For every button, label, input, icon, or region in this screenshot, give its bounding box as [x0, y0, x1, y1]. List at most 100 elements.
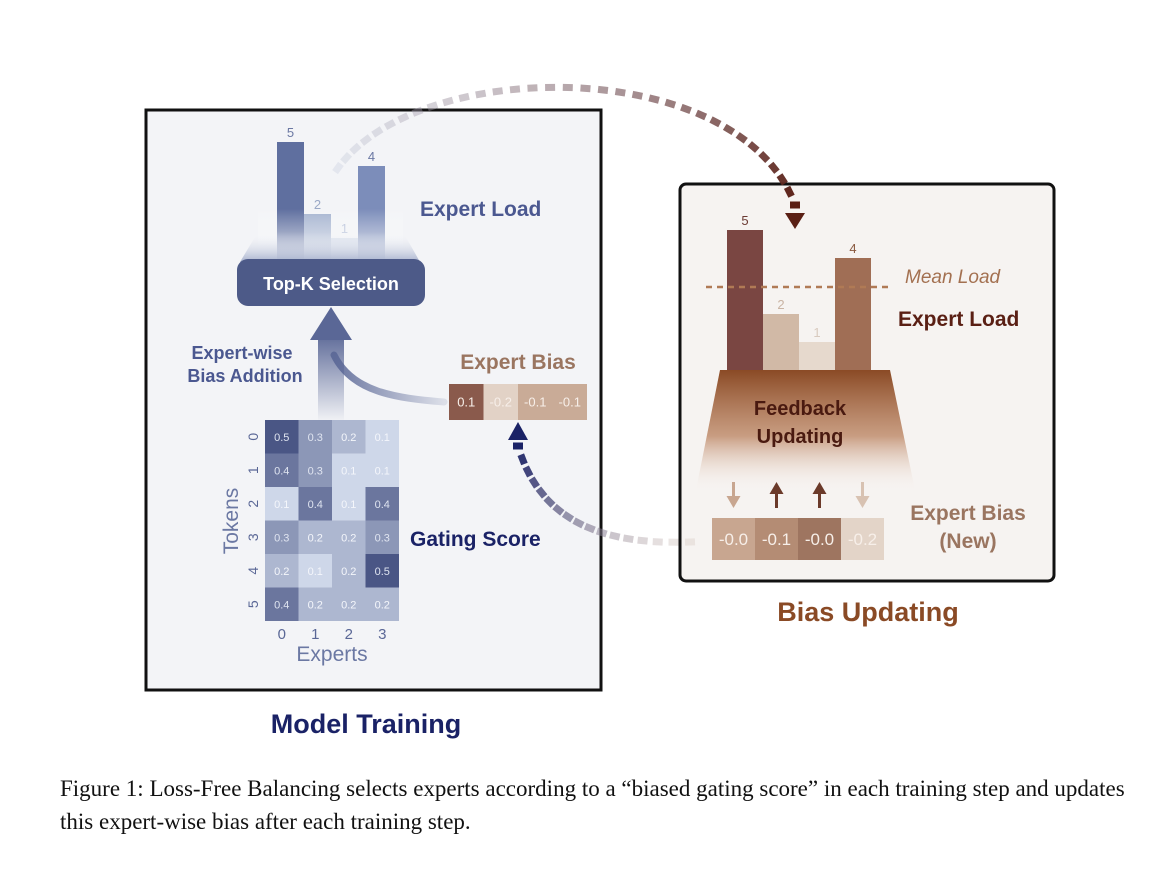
right-expert-load-bar-1: [763, 314, 799, 370]
right-expert-load-bar-label-2: 1: [813, 325, 820, 340]
heatmap-value-4-1: 0.1: [308, 566, 323, 578]
load-feedback-arc-dot-21: [648, 94, 660, 104]
load-feedback-arc-dot-17: [580, 84, 591, 93]
heatmap-cell-3-0: [265, 520, 299, 554]
heatmap-value-0-2: 0.2: [341, 432, 356, 444]
feedback-updating-funnel: [696, 370, 915, 490]
bias-update-arrows: [726, 482, 870, 508]
heatmap-y-tick-0: 0: [245, 433, 261, 441]
expert-bias-label: Expert Bias: [460, 351, 576, 374]
load-feedback-arc-dot-5: [383, 119, 397, 131]
load-feedback-arc-dot-6: [397, 112, 410, 124]
heatmap-value-4-0: 0.2: [274, 566, 289, 578]
right-expert-load-bar-label-0: 5: [741, 213, 748, 228]
load-feedback-arc-dot-29: [758, 150, 771, 164]
heatmap-cell-1-1: [298, 453, 332, 487]
expert-bias-new-cell-2: [798, 518, 841, 560]
load-feedback-arc-dot-7: [411, 106, 424, 117]
right-expert-load-bar-2: [799, 342, 835, 370]
update-arrow-up-2: [812, 482, 827, 494]
heatmap-value-1-3: 0.1: [375, 465, 390, 477]
heatmap-value-2-3: 0.4: [375, 499, 390, 511]
bias-return-arc-dot-6: [595, 527, 608, 538]
load-feedback-arc-dot-31: [776, 173, 788, 186]
expert-bias-new-cell-3: [841, 518, 884, 560]
load-feedback-arc-dot-20: [631, 90, 643, 100]
topk-selection-box: [237, 259, 425, 306]
heatmap-cell-1-0: [265, 453, 299, 487]
heatmap-value-5-2: 0.2: [341, 599, 356, 611]
bias-return-arc-dot-7: [583, 522, 596, 534]
heatmap-cell-4-1: [298, 554, 332, 588]
right-expert-load-label: Expert Load: [898, 308, 1019, 331]
bias-return-arc-dot-11: [543, 495, 556, 508]
expert-bias-new-cell-0: [712, 518, 755, 560]
heatmap-cell-5-1: [298, 587, 332, 621]
bias-return-arc-dot-4: [622, 534, 634, 544]
heatmap-x-tick-1: 1: [311, 626, 319, 643]
bias-merge-arrow: [330, 351, 448, 406]
feedback-label-line1: Feedback: [754, 398, 847, 420]
heatmap-cell-3-2: [332, 520, 366, 554]
bias-return-arc-dot-1: [668, 538, 679, 546]
bias-return-arc-dot-9: [561, 510, 575, 523]
bias-addition-arrow-shaft: [318, 332, 344, 422]
right-expert-load-bar-label-3: 4: [849, 241, 856, 256]
heatmap-cell-2-3: [365, 487, 399, 521]
heatmap-x-tick-3: 3: [378, 626, 386, 643]
heatmap-cell-0-2: [332, 420, 366, 454]
heatmap-value-3-3: 0.3: [375, 532, 390, 544]
bias-return-arc-dot-10: [552, 503, 565, 516]
right-expert-load-bar-3: [835, 258, 871, 370]
load-feedback-arc-dot-23: [680, 103, 692, 114]
expert-bias-new-value-3: -0.2: [848, 530, 877, 549]
load-feedback-arc-dot-12: [492, 87, 504, 96]
load-feedback-arc-dot-32: [783, 185, 795, 198]
heatmap-y-tick-2: 2: [245, 500, 261, 508]
update-arrow-down-0: [726, 496, 741, 508]
heatmap-value-4-2: 0.2: [341, 566, 356, 578]
heatmap-value-4-3: 0.5: [375, 566, 390, 578]
load-feedback-arc-dot-26: [722, 123, 736, 136]
heatmap-cell-2-1: [298, 487, 332, 521]
load-feedback-arc-dot-0: [332, 161, 344, 175]
bias-addition-label-line2: Bias Addition: [187, 366, 302, 386]
update-arrow-down-3: [855, 496, 870, 508]
heatmap-cell-5-0: [265, 587, 299, 621]
load-feedback-arc-dot-24: [695, 109, 708, 121]
load-feedback-arc-dot-13: [509, 85, 521, 94]
load-feedback-arc-dot-22: [664, 98, 677, 109]
heatmap-y-tick-4: 4: [245, 567, 261, 575]
load-feedback-arc-dot-15: [545, 83, 556, 91]
expert-bias-cell-1: [483, 384, 518, 420]
heatmap-value-0-3: 0.1: [375, 432, 390, 444]
expert-bias-cell-2: [518, 384, 553, 420]
bias-addition-label-line1: Expert-wise: [191, 343, 292, 363]
feedback-label-line2: Updating: [757, 426, 844, 448]
bias-return-arc-dot-15: [517, 453, 528, 466]
heatmap-cell-4-2: [332, 554, 366, 588]
heatmap-xlabel: Experts: [296, 643, 367, 666]
load-feedback-arc-dot-3: [359, 134, 372, 146]
load-feedback-arc-dot-28: [747, 141, 760, 153]
heatmap-value-1-1: 0.3: [308, 465, 323, 477]
figure-caption: Figure 1: Loss-Free Balancing selects ex…: [60, 776, 1125, 834]
bias-return-arc-dot-3: [637, 536, 648, 545]
heatmap-value-3-2: 0.2: [341, 532, 356, 544]
mean-load-label: Mean Load: [905, 267, 1002, 288]
heatmap-ylabel: Tokens: [220, 488, 243, 555]
heatmap-x-tick-0: 0: [278, 626, 286, 643]
expert-bias-value-0: 0.1: [457, 395, 475, 410]
load-feedback-arc-dot-1: [340, 151, 353, 165]
heatmap-value-5-0: 0.4: [274, 599, 289, 611]
heatmap-y-tick-5: 5: [245, 600, 261, 608]
load-feedback-arc-dot-19: [614, 88, 626, 97]
bias-return-arc: [513, 442, 696, 546]
expert-bias-new-value-1: -0.1: [762, 530, 791, 549]
heatmap-value-2-1: 0.4: [308, 499, 323, 511]
bias-return-arc-dot-0: [684, 538, 696, 546]
heatmap-cell-1-3: [365, 453, 399, 487]
heatmap-cell-0-3: [365, 420, 399, 454]
